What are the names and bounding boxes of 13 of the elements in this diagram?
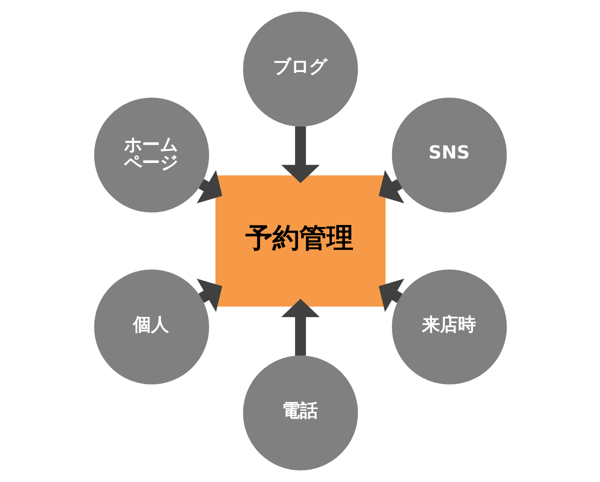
arrow <box>280 298 320 356</box>
node-box: 予約管理 <box>214 175 386 307</box>
node-circle: 電話 <box>242 355 358 470</box>
node-circle: SNS <box>391 98 506 212</box>
node-circle: ホームページ <box>94 98 209 212</box>
node-circle: ブログ <box>242 12 358 127</box>
arrow <box>196 278 222 312</box>
arrow <box>196 170 222 204</box>
arrow <box>280 126 320 184</box>
arrow <box>378 278 404 312</box>
node-circle: 来店時 <box>391 270 506 384</box>
node-circle: 個人 <box>94 270 209 384</box>
arrow <box>378 170 404 204</box>
